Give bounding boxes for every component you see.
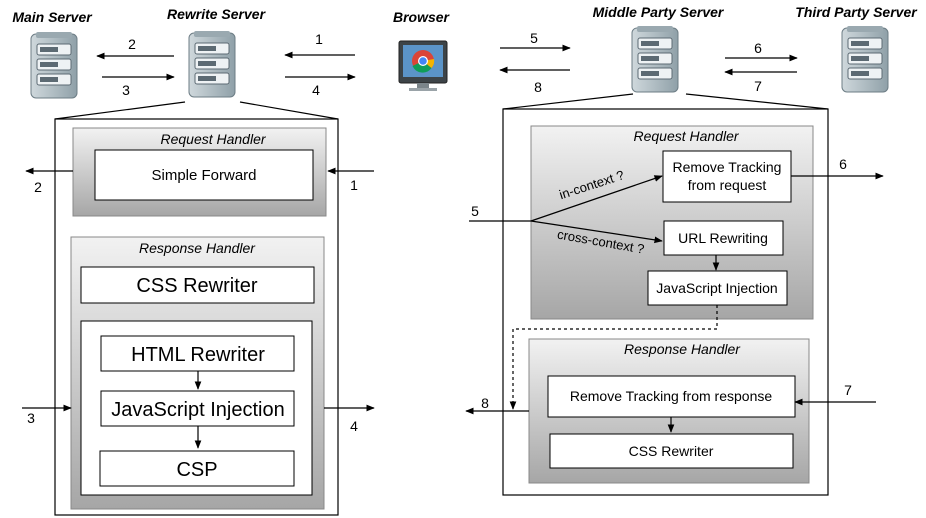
dashed-js-to-response-arrow — [509, 305, 718, 410]
left-js-injection-label: JavaScript Injection — [111, 399, 284, 421]
label-5-top: 5 — [530, 30, 538, 46]
label-2-left: 2 — [34, 179, 42, 195]
simple-forward-label: Simple Forward — [151, 167, 256, 184]
rewrite-server-icon — [188, 30, 236, 98]
third-party-server-title: Third Party Server — [795, 4, 918, 20]
label-3-top: 3 — [122, 82, 130, 98]
simple-forward-box — [94, 149, 314, 201]
right-js-injection-label: JavaScript Injection — [656, 280, 777, 296]
html-rewriter-label: HTML Rewriter — [131, 344, 265, 366]
left-response-handler-title: Response Handler — [139, 240, 256, 256]
callout-left-a — [54, 101, 186, 120]
left-css-rewriter-box — [80, 266, 315, 304]
label-7-top: 7 — [754, 78, 762, 94]
rewrite-server-title: Rewrite Server — [167, 6, 267, 22]
label-1-left: 1 — [350, 177, 358, 193]
arrow-in-context — [530, 175, 663, 222]
url-rewriting-box — [663, 220, 784, 256]
label-8-right: 8 — [481, 395, 489, 411]
remove-tracking-response-label: Remove Tracking from response — [570, 388, 773, 404]
main-server-title: Main Server — [12, 9, 93, 25]
right-js-injection-box — [647, 270, 788, 306]
label-7-right: 7 — [844, 382, 852, 398]
right-response-handler-title: Response Handler — [624, 341, 741, 357]
csp-box — [99, 450, 295, 487]
url-rewriting-label: URL Rewriting — [678, 230, 768, 246]
arrow-cross-context — [530, 220, 663, 244]
browser-title: Browser — [393, 9, 451, 25]
left-request-handler-title: Request Handler — [160, 131, 266, 147]
middle-party-server-title: Middle Party Server — [593, 4, 725, 20]
right-css-rewriter-box — [549, 433, 794, 469]
label-6-right: 6 — [839, 156, 847, 172]
third-party-server-icon — [841, 25, 889, 93]
remove-tracking-request-label-line1: Remove Tracking — [673, 159, 782, 175]
main-server-icon — [30, 31, 78, 99]
left-css-rewriter-label: CSS Rewriter — [136, 275, 257, 297]
callout-right-b — [685, 93, 829, 110]
label-8-top: 8 — [534, 79, 542, 95]
chrome-monitor-icon — [398, 40, 448, 91]
label-2-top: 2 — [128, 36, 136, 52]
label-5-right: 5 — [471, 203, 479, 219]
csp-label: CSP — [176, 459, 217, 481]
callout-right-a — [502, 93, 634, 110]
label-1-top: 1 — [315, 31, 323, 47]
right-request-handler-title: Request Handler — [633, 128, 739, 144]
label-4-top: 4 — [312, 82, 320, 98]
remove-tracking-request-label-line2: from request — [688, 177, 767, 193]
label-6-top: 6 — [754, 40, 762, 56]
remove-tracking-response-box — [547, 375, 796, 418]
html-rewriter-box — [100, 335, 295, 372]
middle-party-server-icon — [631, 25, 679, 93]
callout-left-b — [239, 101, 339, 120]
left-js-injection-box — [100, 390, 295, 427]
label-4-left: 4 — [350, 418, 358, 434]
right-css-rewriter-label: CSS Rewriter — [629, 443, 714, 459]
label-3-left: 3 — [27, 410, 35, 426]
